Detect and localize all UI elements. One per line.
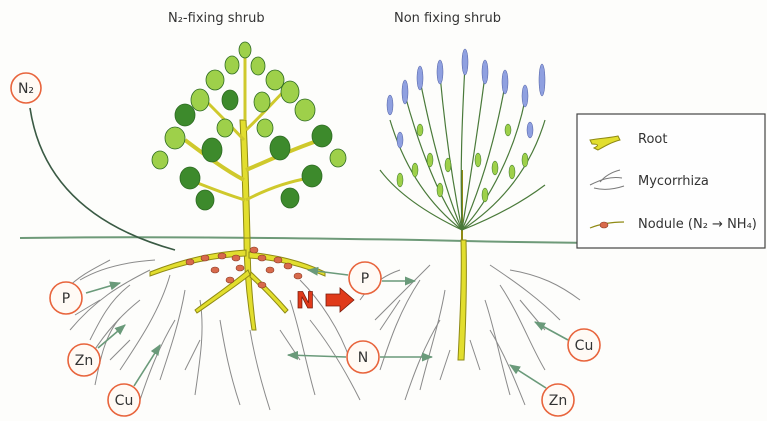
nutrient-cu-left: Cu [108,384,140,416]
arrow-cu-right [535,322,568,340]
legend-root-label: Root [638,132,667,147]
non-fixing-shrub [380,49,545,360]
root-system-left [150,238,325,330]
nutrient-n-center: N [347,341,379,373]
nutrient-p-center: P [349,262,381,294]
arrow-p-left [86,283,120,293]
svg-text:Cu: Cu [575,338,594,354]
nutrient-cu-right: Cu [568,329,600,361]
svg-text:Zn: Zn [75,353,93,369]
svg-text:Cu: Cu [115,393,134,409]
lavender-flowers [387,49,545,148]
nutrient-zn-left: Zn [68,344,100,376]
n2-fixing-shrub [152,42,346,238]
title-n2-fixing-shrub: N₂-fixing shrub [168,11,265,26]
svg-text:N: N [358,350,368,366]
arrow-n-center-left [288,355,346,357]
legend-mycorrhiza-label: Mycorrhiza [638,174,709,189]
svg-text:Zn: Zn [549,393,567,409]
legend: Root Mycorrhiza Nodule (N₂ → NH₄) [577,114,765,248]
mycorrhiza-left [65,260,360,410]
arrow-p-center-left [308,270,348,275]
svg-text:N: N [296,289,314,314]
nutrient-p-left: P [50,282,82,314]
nutrient-n2: N₂ [11,73,41,103]
title-non-fixing-shrub: Non fixing shrub [394,11,501,26]
svg-text:P: P [62,291,70,307]
svg-text:P: P [361,271,369,287]
legend-nodule-label: Nodule (N₂ → NH₄) [638,217,757,232]
nutrient-zn-right: Zn [542,384,574,416]
svg-text:N₂: N₂ [18,81,34,97]
arrow-zn-right [510,365,546,388]
arrow-zn-left [98,325,125,348]
n2-uptake-line [30,108,175,250]
mycorrhiza-right [360,265,580,405]
